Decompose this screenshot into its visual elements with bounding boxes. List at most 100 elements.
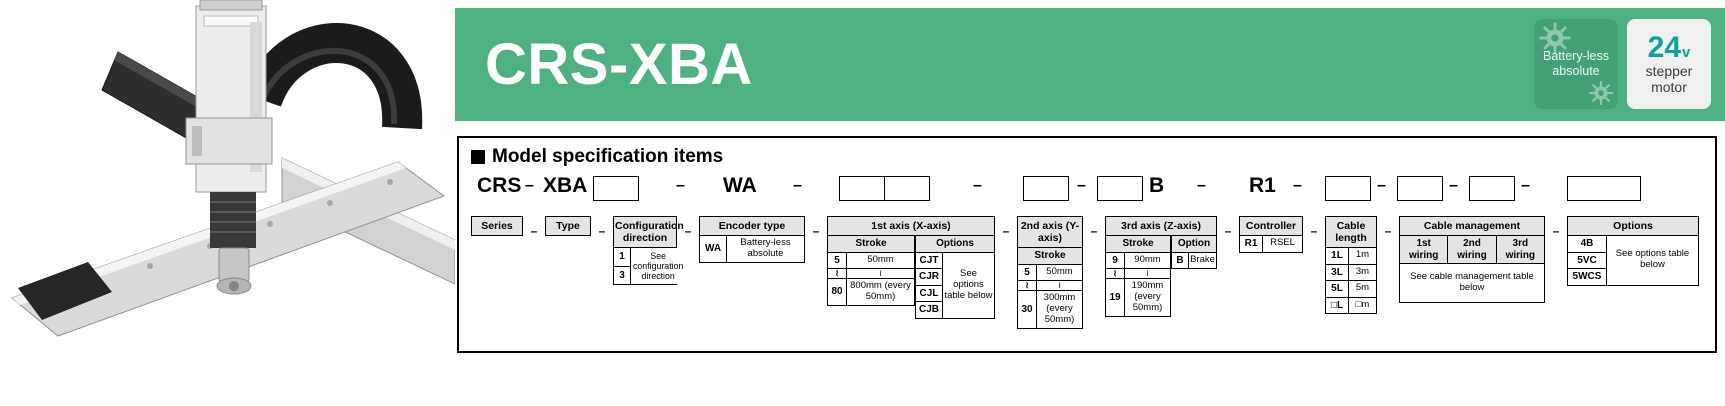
model-cable-mgmt-box-1 (1397, 176, 1443, 201)
value-cell: 90mm (1125, 252, 1170, 269)
value-cell: 300mm (every 50mm) (1037, 291, 1082, 328)
group-header: Type (545, 216, 591, 237)
group-dash: – (684, 224, 692, 238)
model-dash: – (1197, 177, 1206, 194)
group-cable-management: Cable management 1st wiring 2nd wiring 3… (1399, 216, 1545, 304)
code-cell: 1L (1326, 248, 1348, 264)
subheader-stroke: Stroke (828, 236, 914, 252)
value-cell: 1m (1349, 248, 1376, 264)
model-dash: – (1377, 177, 1386, 194)
group-cable-length: Cable length 1L 1m 3L 3m 5L 5m □L □m (1325, 216, 1377, 315)
badge-motor-line1: stepper (1645, 62, 1693, 79)
group-dash: – (1552, 224, 1560, 238)
code-cell: 30 (1018, 291, 1036, 328)
model-encoder-text: WA (723, 174, 757, 197)
value-cell: See configuration direction (631, 248, 686, 285)
value-cell: See cable management table below (1400, 264, 1544, 303)
subheader-stroke: Stroke (1018, 248, 1082, 264)
group-dash: – (530, 224, 538, 238)
range-cell: ≀ (828, 269, 846, 279)
value-cell: Brake (1189, 252, 1216, 269)
model-series-text: CRS (477, 174, 522, 197)
group-header: Cable length (1325, 216, 1377, 249)
code-cell: 1 (614, 248, 630, 266)
code-cell: 5L (1326, 281, 1348, 297)
model-brake-text: B (1149, 174, 1165, 197)
group-2nd-axis: 2nd axis (Y-axis) Stroke 5 50mm ≀ ≀ 30 3… (1017, 216, 1083, 329)
model-dash: – (1293, 177, 1302, 194)
code-cell: CJR (916, 269, 942, 285)
group-header: Series (471, 216, 523, 237)
robot-product-image (0, 0, 455, 406)
model-dash: – (525, 177, 534, 194)
code-cell: 5 (828, 252, 846, 269)
group-header: 3rd axis (Z-axis) (1105, 216, 1217, 237)
group-encoder-type: Encoder type WA Battery-less absolute (699, 216, 805, 263)
product-banner: CRS-XBA (455, 8, 1725, 121)
model-controller-text: R1 (1249, 174, 1276, 197)
code-cell: 9 (1106, 252, 1124, 269)
stepper-motor-badge: 24 v stepper motor (1627, 19, 1711, 109)
subheader-wiring: 1st wiring (1400, 236, 1448, 264)
value-cell: 50mm (847, 252, 914, 269)
model-dash: – (1521, 177, 1530, 194)
model-stroke2-box (1023, 176, 1069, 201)
group-series: Series (471, 216, 523, 237)
group-dash: – (812, 224, 820, 238)
legend-groups-row: Series – Type – Configuration direction … (471, 216, 1703, 329)
subheader-wiring: 2nd wiring (1448, 236, 1496, 264)
subheader-wiring: 3rd wiring (1496, 236, 1544, 264)
subheader-stroke: Stroke (1106, 236, 1170, 252)
model-cable-mgmt-box-2 (1469, 176, 1515, 201)
model-dash: – (1449, 177, 1458, 194)
model-dash: – (1077, 177, 1086, 194)
value-cell: 190mm (every 50mm) (1125, 279, 1170, 316)
group-type: Type (545, 216, 591, 237)
value-cell: □m (1349, 297, 1376, 314)
group-3rd-axis: 3rd axis (Z-axis) Stroke 9 90mm ≀ ≀ 19 1… (1105, 216, 1217, 317)
value-cell: RSEL (1263, 236, 1302, 252)
group-header: Encoder type (699, 216, 805, 237)
range-cell: ≀ (1018, 281, 1036, 291)
code-cell: R1 (1240, 236, 1262, 252)
code-cell: 19 (1106, 279, 1124, 316)
group-dash: – (1224, 224, 1232, 238)
model-option1-box (884, 176, 930, 201)
value-cell: 3m (1349, 264, 1376, 281)
range-cell: ≀ (1106, 269, 1124, 279)
value-cell: Battery-less absolute (727, 236, 804, 262)
group-options: Options 4B 5VC 5WCS See options table be… (1567, 216, 1699, 286)
group-dash: – (598, 224, 606, 238)
group-header: Controller (1239, 216, 1303, 237)
badge-battery-line2: absolute (1552, 64, 1600, 78)
model-stroke3-box (1097, 176, 1143, 201)
group-header: 2nd axis (Y-axis) (1017, 216, 1083, 249)
motor-voltage: 24 v (1648, 32, 1691, 63)
model-config-box (593, 176, 639, 201)
group-dash: – (1090, 224, 1098, 238)
value-cell: 5m (1349, 281, 1376, 297)
code-cell: 3L (1326, 264, 1348, 281)
code-cell: □L (1326, 297, 1348, 314)
group-header: Configuration direction (613, 216, 684, 249)
code-cell: 5WCS (1568, 269, 1606, 285)
model-cable-length-box (1325, 176, 1371, 201)
code-cell: CJL (916, 285, 942, 302)
range-cell: ≀ (1125, 269, 1170, 279)
code-cell: WA (700, 236, 726, 262)
group-header: Options (1567, 216, 1699, 237)
feature-badges: Battery-less absolute 24 v stepper motor (1534, 19, 1711, 109)
code-cell: CJB (916, 302, 942, 318)
group-header: Cable management (1399, 216, 1545, 237)
robot-illustration (10, 0, 455, 337)
group-controller: Controller R1 RSEL (1239, 216, 1303, 253)
model-dash: – (676, 177, 685, 194)
model-options-box (1567, 176, 1641, 201)
model-stroke1-box (839, 176, 885, 201)
code-cell: B (1172, 252, 1188, 269)
code-cell: 4B (1568, 236, 1606, 252)
model-dash: – (793, 177, 802, 194)
model-specification-section: Model specification items CRS – XBA – WA… (457, 136, 1717, 353)
group-dash: – (1002, 224, 1010, 238)
